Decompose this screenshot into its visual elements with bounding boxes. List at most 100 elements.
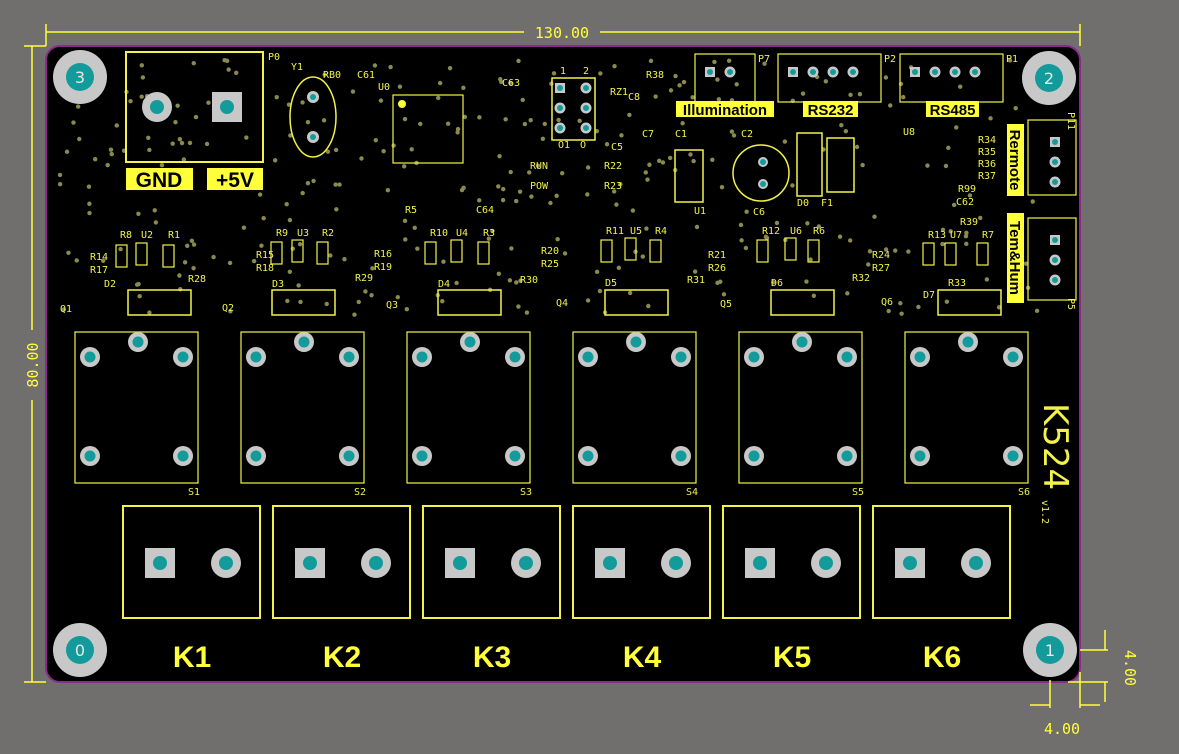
via xyxy=(385,187,391,193)
via xyxy=(403,237,408,242)
via xyxy=(627,290,633,296)
board-outline xyxy=(45,45,1081,683)
mounting-hole-0[interactable]: 0 xyxy=(53,623,107,677)
designator-r32: R32 xyxy=(852,273,870,284)
via xyxy=(954,125,959,130)
designator-r31: R31 xyxy=(687,275,705,286)
via xyxy=(418,121,423,127)
via xyxy=(611,189,617,194)
via xyxy=(404,307,410,312)
via xyxy=(415,246,420,251)
designator-q5: Q5 xyxy=(720,299,732,310)
via xyxy=(204,141,210,147)
via xyxy=(771,280,776,285)
connector-p7[interactable]: P7 xyxy=(694,53,770,103)
relay-s1[interactable]: S1 xyxy=(74,331,200,498)
via xyxy=(462,114,468,120)
via xyxy=(261,215,266,221)
svg-text:P0: P0 xyxy=(268,52,280,63)
designator-c61: C61 xyxy=(357,70,375,81)
via xyxy=(159,162,165,168)
terminal-label: K4 xyxy=(623,641,662,674)
via xyxy=(731,133,737,138)
dimension-hole-offset xyxy=(1030,630,1108,708)
header-pin-label: O xyxy=(580,140,586,151)
via xyxy=(373,138,378,143)
via xyxy=(337,182,342,187)
via xyxy=(191,61,196,66)
via xyxy=(370,266,375,271)
designator-u6: U6 xyxy=(790,226,802,237)
mounting-hole-1[interactable]: 1 xyxy=(1023,623,1077,677)
designator-c62: C62 xyxy=(956,197,974,208)
designator-r26: R26 xyxy=(708,263,726,274)
via xyxy=(854,144,860,150)
designator-c7: C7 xyxy=(642,129,654,140)
terminal-label: K1 xyxy=(173,641,211,674)
via xyxy=(324,301,329,307)
via xyxy=(522,121,528,127)
via xyxy=(152,208,157,213)
terminal-k6[interactable]: K6 xyxy=(872,505,1011,674)
terminal-k5[interactable]: K5 xyxy=(722,505,861,674)
connector-p2[interactable]: P2 xyxy=(777,53,896,103)
relay-s6[interactable]: S6 xyxy=(904,331,1030,498)
designator-u0: U0 xyxy=(378,82,390,93)
connector-p1[interactable]: P1 xyxy=(899,53,1018,103)
power-terminal-p0[interactable]: P0 xyxy=(125,51,280,163)
relay-s2[interactable]: S2 xyxy=(240,331,366,498)
via xyxy=(352,312,357,317)
terminal-k2[interactable]: K2 xyxy=(272,505,411,674)
via xyxy=(518,278,523,283)
via xyxy=(454,280,459,286)
connector-p11[interactable]: P11 xyxy=(1027,112,1077,196)
connector-label: RS232 xyxy=(808,102,854,119)
via xyxy=(226,67,231,72)
via xyxy=(964,230,969,236)
terminal-k1[interactable]: K1 xyxy=(122,505,261,674)
via xyxy=(359,156,364,161)
relay-s4[interactable]: S4 xyxy=(572,331,698,498)
via xyxy=(227,260,233,266)
via xyxy=(691,158,696,164)
terminal-k3[interactable]: K3 xyxy=(422,505,561,674)
designator-c1: C1 xyxy=(675,129,687,140)
via xyxy=(397,84,403,89)
via xyxy=(503,117,508,122)
relay-s3[interactable]: S3 xyxy=(406,331,532,498)
terminal-k4[interactable]: K4 xyxy=(572,505,711,674)
relay-s5[interactable]: S5 xyxy=(738,331,864,498)
designator-c8: C8 xyxy=(628,92,640,103)
designator-r38: R38 xyxy=(646,70,664,81)
connector-designator: P11 xyxy=(1065,112,1076,130)
via xyxy=(441,259,446,264)
via xyxy=(872,214,877,219)
via xyxy=(333,147,339,153)
via xyxy=(287,217,293,223)
via xyxy=(715,280,720,286)
via xyxy=(988,116,993,121)
via xyxy=(177,273,182,278)
via xyxy=(173,120,178,125)
via xyxy=(334,207,339,212)
jumper-header[interactable] xyxy=(551,77,596,141)
gnd-label: GND xyxy=(136,169,183,192)
via xyxy=(369,293,374,298)
via xyxy=(140,75,146,80)
via xyxy=(508,80,513,86)
via xyxy=(1034,308,1040,314)
via xyxy=(716,97,722,102)
designator-r11: R11 xyxy=(606,226,624,237)
via xyxy=(535,163,541,168)
via xyxy=(898,301,903,306)
via xyxy=(529,194,534,199)
via xyxy=(305,180,311,186)
via xyxy=(287,269,293,274)
mounting-hole-2[interactable]: 2 xyxy=(1022,51,1076,105)
connector-p5[interactable]: P5 xyxy=(1027,217,1077,310)
diode-body xyxy=(937,289,1002,316)
mounting-hole-3[interactable]: 3 xyxy=(53,50,107,104)
